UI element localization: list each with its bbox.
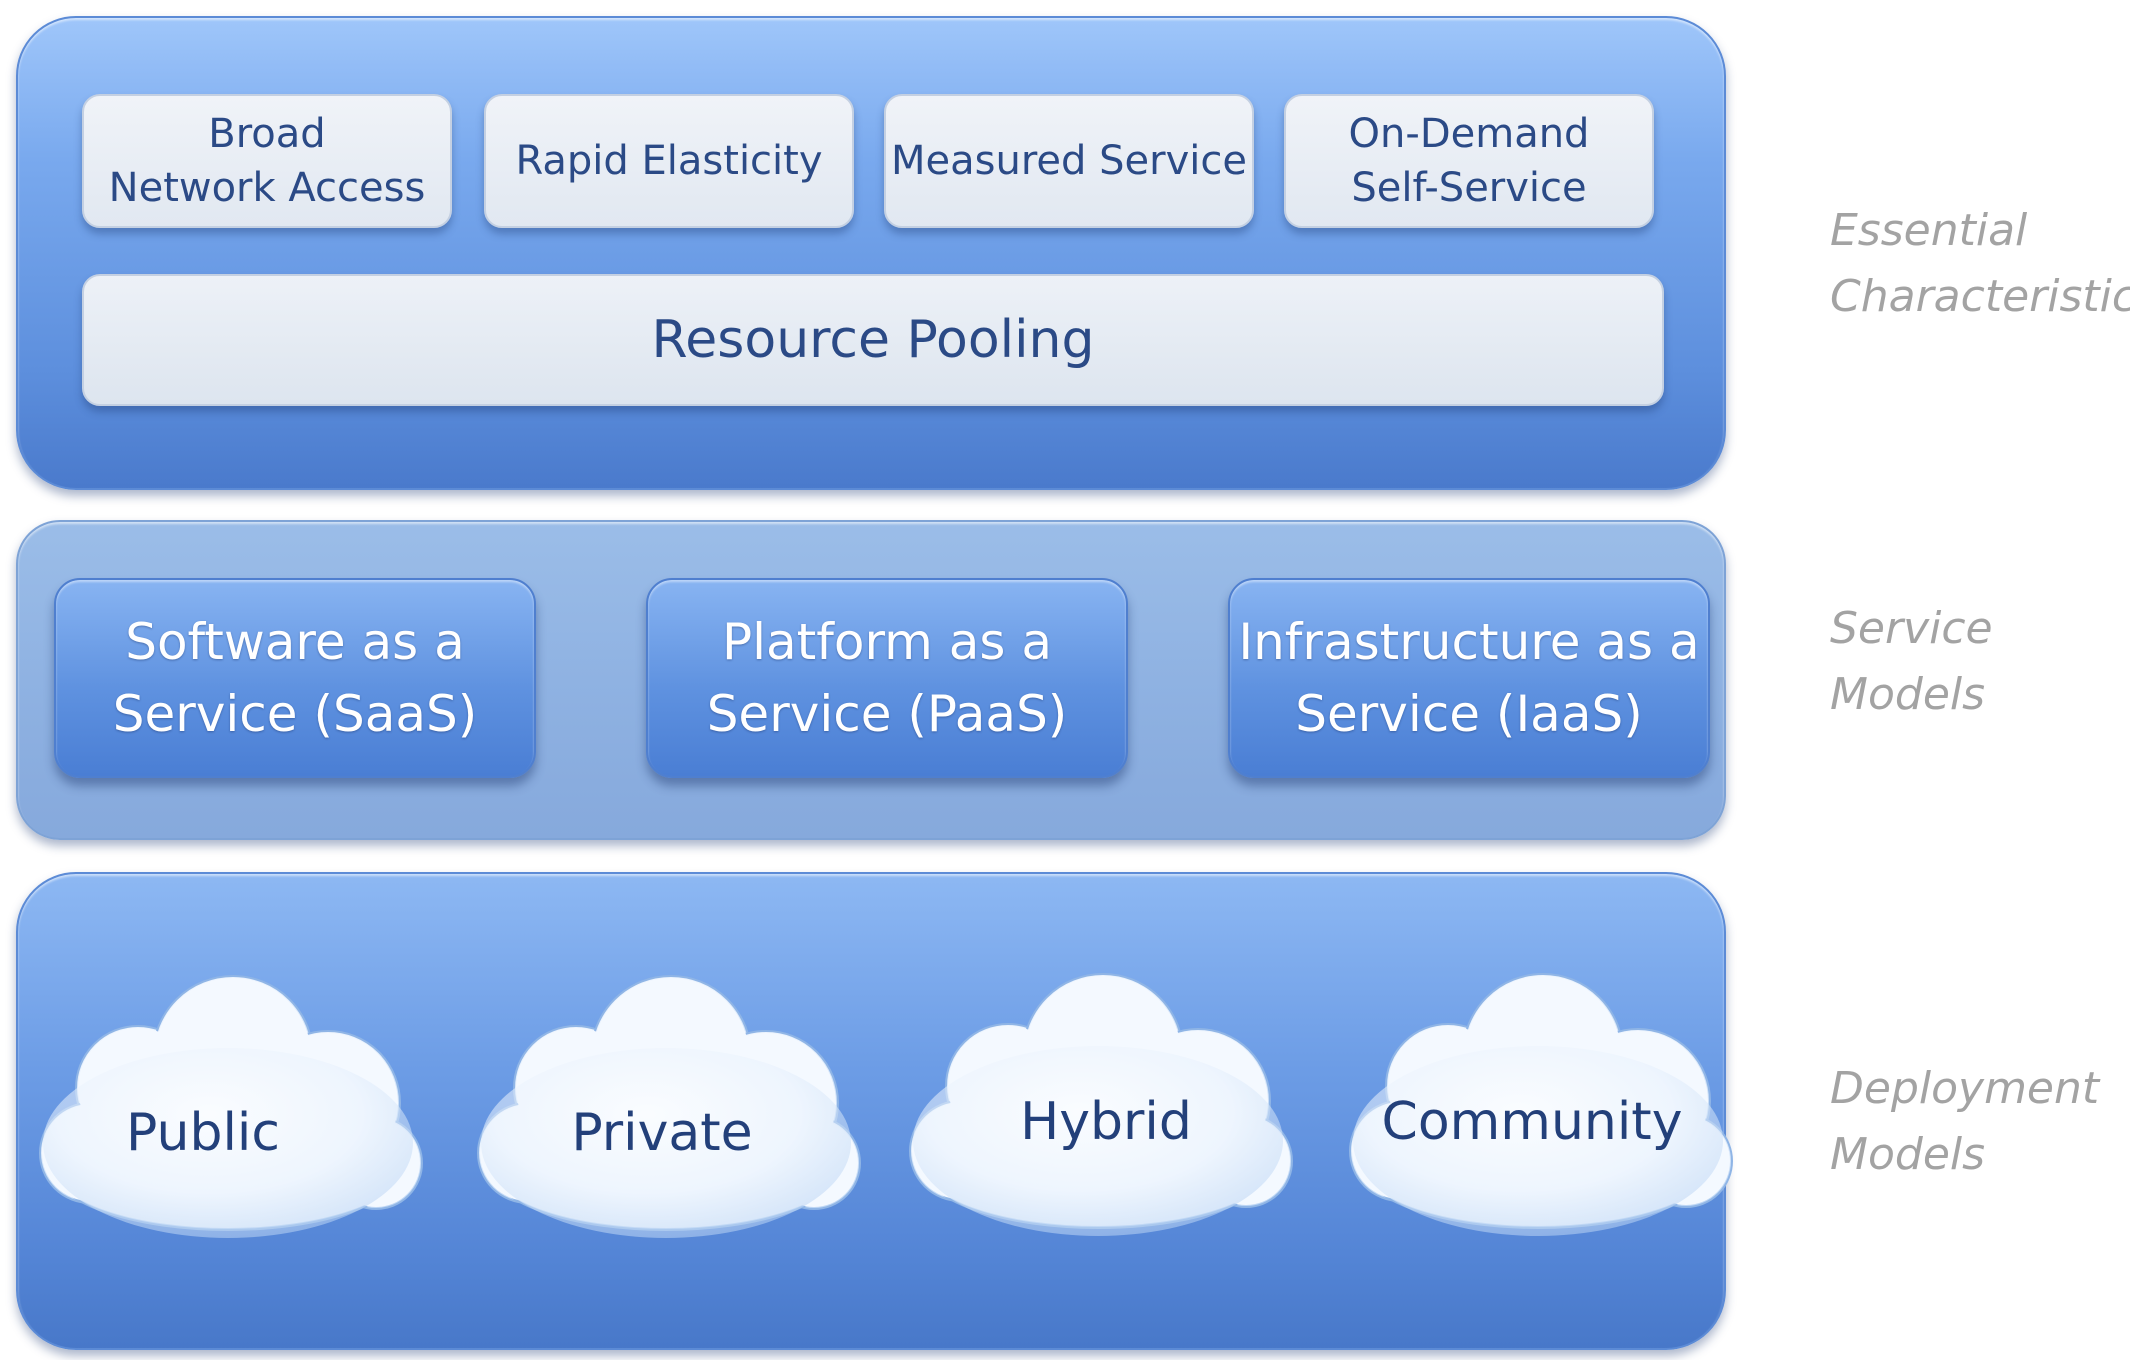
essential-characteristics-label: Essential Characteristics: [1830, 205, 2130, 322]
service-models-label: Service Models: [1830, 603, 1993, 720]
resource-pooling-box: Resource Pooling: [82, 274, 1664, 406]
on-demand-self-service-box: On-Demand Self-Service: [1284, 94, 1654, 228]
deployment-models-layer: Public Private Hybrid Community: [16, 872, 1726, 1350]
service-models-layer: Software as a Service (SaaS) Platform as…: [16, 520, 1726, 840]
community-cloud: Community: [1338, 966, 1738, 1236]
hybrid-cloud-label: Hybrid: [1020, 1092, 1192, 1152]
deployment-models-label: Deployment Models: [1830, 1063, 2100, 1180]
hybrid-cloud: Hybrid: [898, 966, 1298, 1236]
community-cloud-label: Community: [1381, 1092, 1683, 1152]
private-cloud-label: Private: [571, 1103, 753, 1163]
public-cloud-label: Public: [126, 1103, 280, 1163]
private-cloud: Private: [466, 968, 866, 1238]
measured-service-box: Measured Service: [884, 94, 1254, 228]
saas-box: Software as a Service (SaaS): [54, 578, 536, 778]
iaas-box: Infrastructure as a Service (IaaS): [1228, 578, 1710, 778]
public-cloud: Public: [28, 968, 428, 1238]
paas-box: Platform as a Service (PaaS): [646, 578, 1128, 778]
rapid-elasticity-box: Rapid Elasticity: [484, 94, 854, 228]
essential-characteristics-layer: Broad Network Access Rapid Elasticity Me…: [16, 16, 1726, 490]
broad-network-access-box: Broad Network Access: [82, 94, 452, 228]
